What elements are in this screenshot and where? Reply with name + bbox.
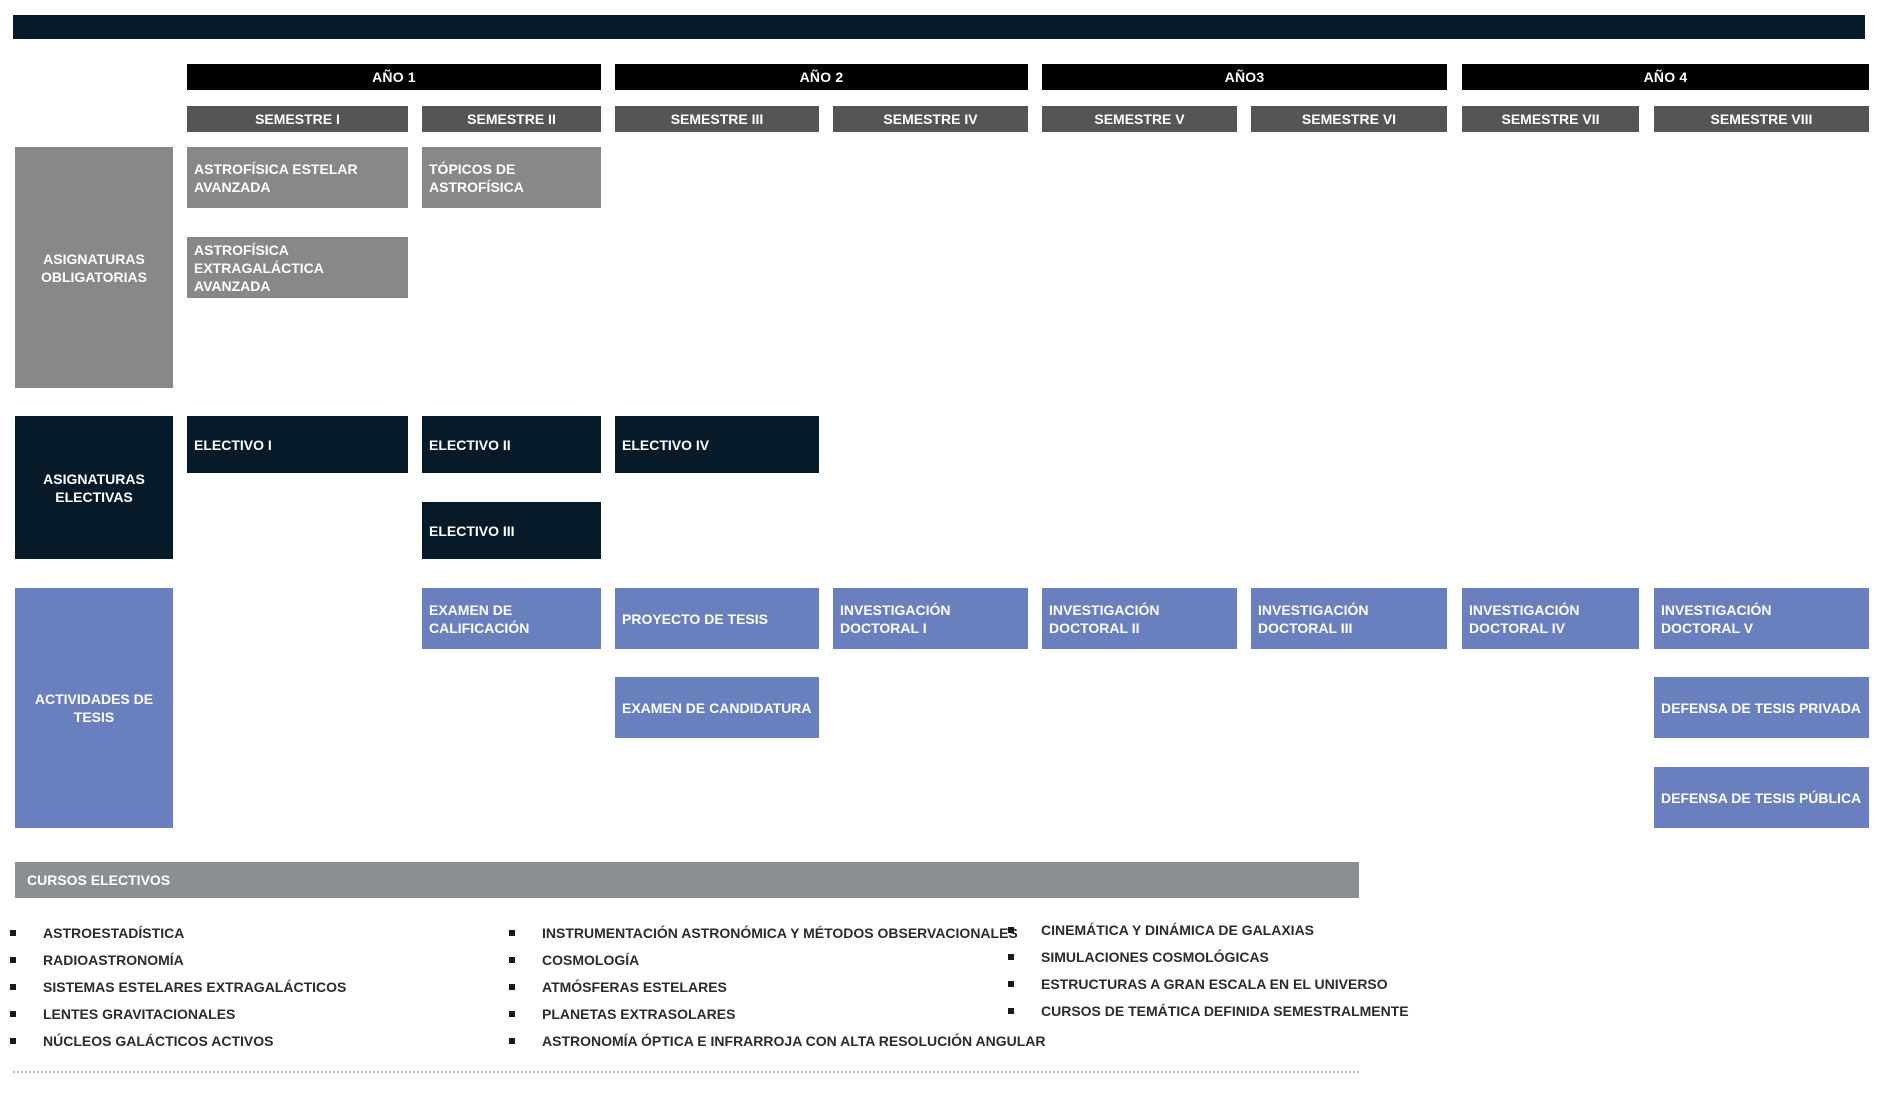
- course-electivo-1: ELECTIVO I: [187, 416, 408, 473]
- elective-course-item: SIMULACIONES COSMOLÓGICAS: [1008, 948, 1378, 975]
- elective-course-label: CINEMÁTICA Y DINÁMICA DE GALAXIAS: [1041, 922, 1315, 938]
- category-electivas: ASIGNATURAS ELECTIVAS: [15, 416, 173, 559]
- elective-course-label: ASTROESTADÍSTICA: [43, 925, 185, 941]
- bullet-icon: [509, 984, 515, 990]
- course-electivo-2: ELECTIVO II: [422, 416, 601, 473]
- course-astrofisica-extragalactica-avanzada: ASTROFÍSICA EXTRAGALÁCTICA AVANZADA: [187, 237, 408, 298]
- bullet-icon: [1008, 1008, 1014, 1014]
- cursos-electivos-header: CURSOS ELECTIVOS: [15, 862, 1359, 898]
- activity-investigacion-4: INVESTIGACIÓN DOCTORAL IV: [1462, 588, 1639, 649]
- semester-7-header: SEMESTRE VII: [1462, 106, 1639, 132]
- bullet-icon: [1008, 954, 1014, 960]
- elective-course-label: RADIOASTRONOMÍA: [43, 952, 184, 968]
- semester-3-header: SEMESTRE III: [615, 106, 819, 132]
- category-tesis: ACTIVIDADES DE TESIS: [15, 588, 173, 828]
- semester-4-header: SEMESTRE IV: [833, 106, 1028, 132]
- bullet-icon: [509, 957, 515, 963]
- year-3-header: AÑO3: [1042, 64, 1447, 90]
- bullet-icon: [509, 1038, 515, 1044]
- activity-investigacion-1: INVESTIGACIÓN DOCTORAL I: [833, 588, 1028, 649]
- cursos-list-col1: ASTROESTADÍSTICA RADIOASTRONOMÍA SISTEMAS …: [10, 924, 480, 1059]
- elective-course-label: PLANETAS EXTRASOLARES: [542, 1006, 736, 1022]
- bullet-icon: [1008, 927, 1014, 933]
- elective-course-label: CURSOS DE TEMÁTICA DEFINIDA SEMESTRALMEN…: [1041, 1003, 1409, 1019]
- elective-course-label: SIMULACIONES COSMOLÓGICAS: [1041, 949, 1269, 965]
- elective-course-item: ATMÓSFERAS ESTELARES: [509, 978, 999, 1005]
- activity-defensa-publica: DEFENSA DE TESIS PÚBLICA: [1654, 767, 1869, 828]
- semester-1-header: SEMESTRE I: [187, 106, 408, 132]
- activity-defensa-privada: DEFENSA DE TESIS PRIVADA: [1654, 677, 1869, 738]
- elective-course-label: LENTES GRAVITACIONALES: [43, 1006, 236, 1022]
- elective-course-item: ASTROESTADÍSTICA: [10, 924, 480, 951]
- bullet-icon: [509, 1011, 515, 1017]
- elective-course-item: CINEMÁTICA Y DINÁMICA DE GALAXIAS: [1008, 921, 1378, 948]
- elective-course-label: ASTRONOMÍA ÓPTICA E INFRARROJA CON ALTA …: [542, 1033, 1046, 1049]
- cursos-list-col2: INSTRUMENTACIÓN ASTRONÓMICA Y MÉTODOS OB…: [509, 924, 1045, 1059]
- elective-course-label: INSTRUMENTACIÓN ASTRONÓMICA Y MÉTODOS OB…: [542, 925, 1018, 941]
- elective-course-item: ASTRONOMÍA ÓPTICA E INFRARROJA CON ALTA …: [509, 1032, 1045, 1059]
- elective-course-label: ATMÓSFERAS ESTELARES: [542, 979, 727, 995]
- year-1-header: AÑO 1: [187, 64, 601, 90]
- elective-course-label: NÚCLEOS GALÁCTICOS ACTIVOS: [43, 1033, 274, 1049]
- bullet-icon: [10, 1038, 16, 1044]
- bottom-divider: [13, 1071, 1359, 1073]
- activity-investigacion-2: INVESTIGACIÓN DOCTORAL II: [1042, 588, 1237, 649]
- course-astrofisica-estelar-avanzada: ASTROFÍSICA ESTELAR AVANZADA: [187, 147, 408, 208]
- activity-investigacion-3: INVESTIGACIÓN DOCTORAL III: [1251, 588, 1447, 649]
- bullet-icon: [10, 957, 16, 963]
- elective-course-item: NÚCLEOS GALÁCTICOS ACTIVOS: [10, 1032, 480, 1059]
- elective-course-label: ESTRUCTURAS A GRAN ESCALA EN EL UNIVERSO: [1041, 976, 1388, 992]
- bullet-icon: [1008, 981, 1014, 987]
- activity-investigacion-5: INVESTIGACIÓN DOCTORAL V: [1654, 588, 1869, 649]
- activity-proyecto-tesis: PROYECTO DE TESIS: [615, 588, 819, 649]
- bullet-icon: [10, 930, 16, 936]
- elective-course-item: SISTEMAS ESTELARES EXTRAGALÁCTICOS: [10, 978, 480, 1005]
- semester-8-header: SEMESTRE VIII: [1654, 106, 1869, 132]
- bullet-icon: [10, 1011, 16, 1017]
- elective-course-item: INSTRUMENTACIÓN ASTRONÓMICA Y MÉTODOS OB…: [509, 924, 1018, 951]
- year-2-header: AÑO 2: [615, 64, 1028, 90]
- cursos-list-col3: CINEMÁTICA Y DINÁMICA DE GALAXIAS SIMULAC…: [1008, 921, 1409, 1029]
- elective-course-item: COSMOLOGÍA: [509, 951, 999, 978]
- bullet-icon: [10, 984, 16, 990]
- semester-5-header: SEMESTRE V: [1042, 106, 1237, 132]
- course-topicos-astrofisica: TÓPICOS DE ASTROFÍSICA: [422, 147, 601, 208]
- semester-2-header: SEMESTRE II: [422, 106, 601, 132]
- elective-course-item: ESTRUCTURAS A GRAN ESCALA EN EL UNIVERSO: [1008, 975, 1388, 1002]
- elective-course-label: COSMOLOGÍA: [542, 952, 640, 968]
- elective-course-item: LENTES GRAVITACIONALES: [10, 1005, 480, 1032]
- activity-examen-candidatura: EXAMEN DE CANDIDATURA: [615, 677, 819, 738]
- year-4-header: AÑO 4: [1462, 64, 1869, 90]
- category-obligatorias: ASIGNATURAS OBLIGATORIAS: [15, 147, 173, 388]
- course-electivo-3: ELECTIVO III: [422, 502, 601, 559]
- semester-6-header: SEMESTRE VI: [1251, 106, 1447, 132]
- top-banner: [13, 15, 1865, 39]
- elective-course-item: RADIOASTRONOMÍA: [10, 951, 480, 978]
- elective-course-item: PLANETAS EXTRASOLARES: [509, 1005, 999, 1032]
- course-electivo-4: ELECTIVO IV: [615, 416, 819, 473]
- elective-course-item: CURSOS DE TEMÁTICA DEFINIDA SEMESTRALMEN…: [1008, 1002, 1409, 1029]
- bullet-icon: [509, 930, 515, 936]
- activity-examen-calificacion: EXAMEN DE CALIFICACIÓN: [422, 588, 601, 649]
- elective-course-label: SISTEMAS ESTELARES EXTRAGALÁCTICOS: [43, 979, 347, 995]
